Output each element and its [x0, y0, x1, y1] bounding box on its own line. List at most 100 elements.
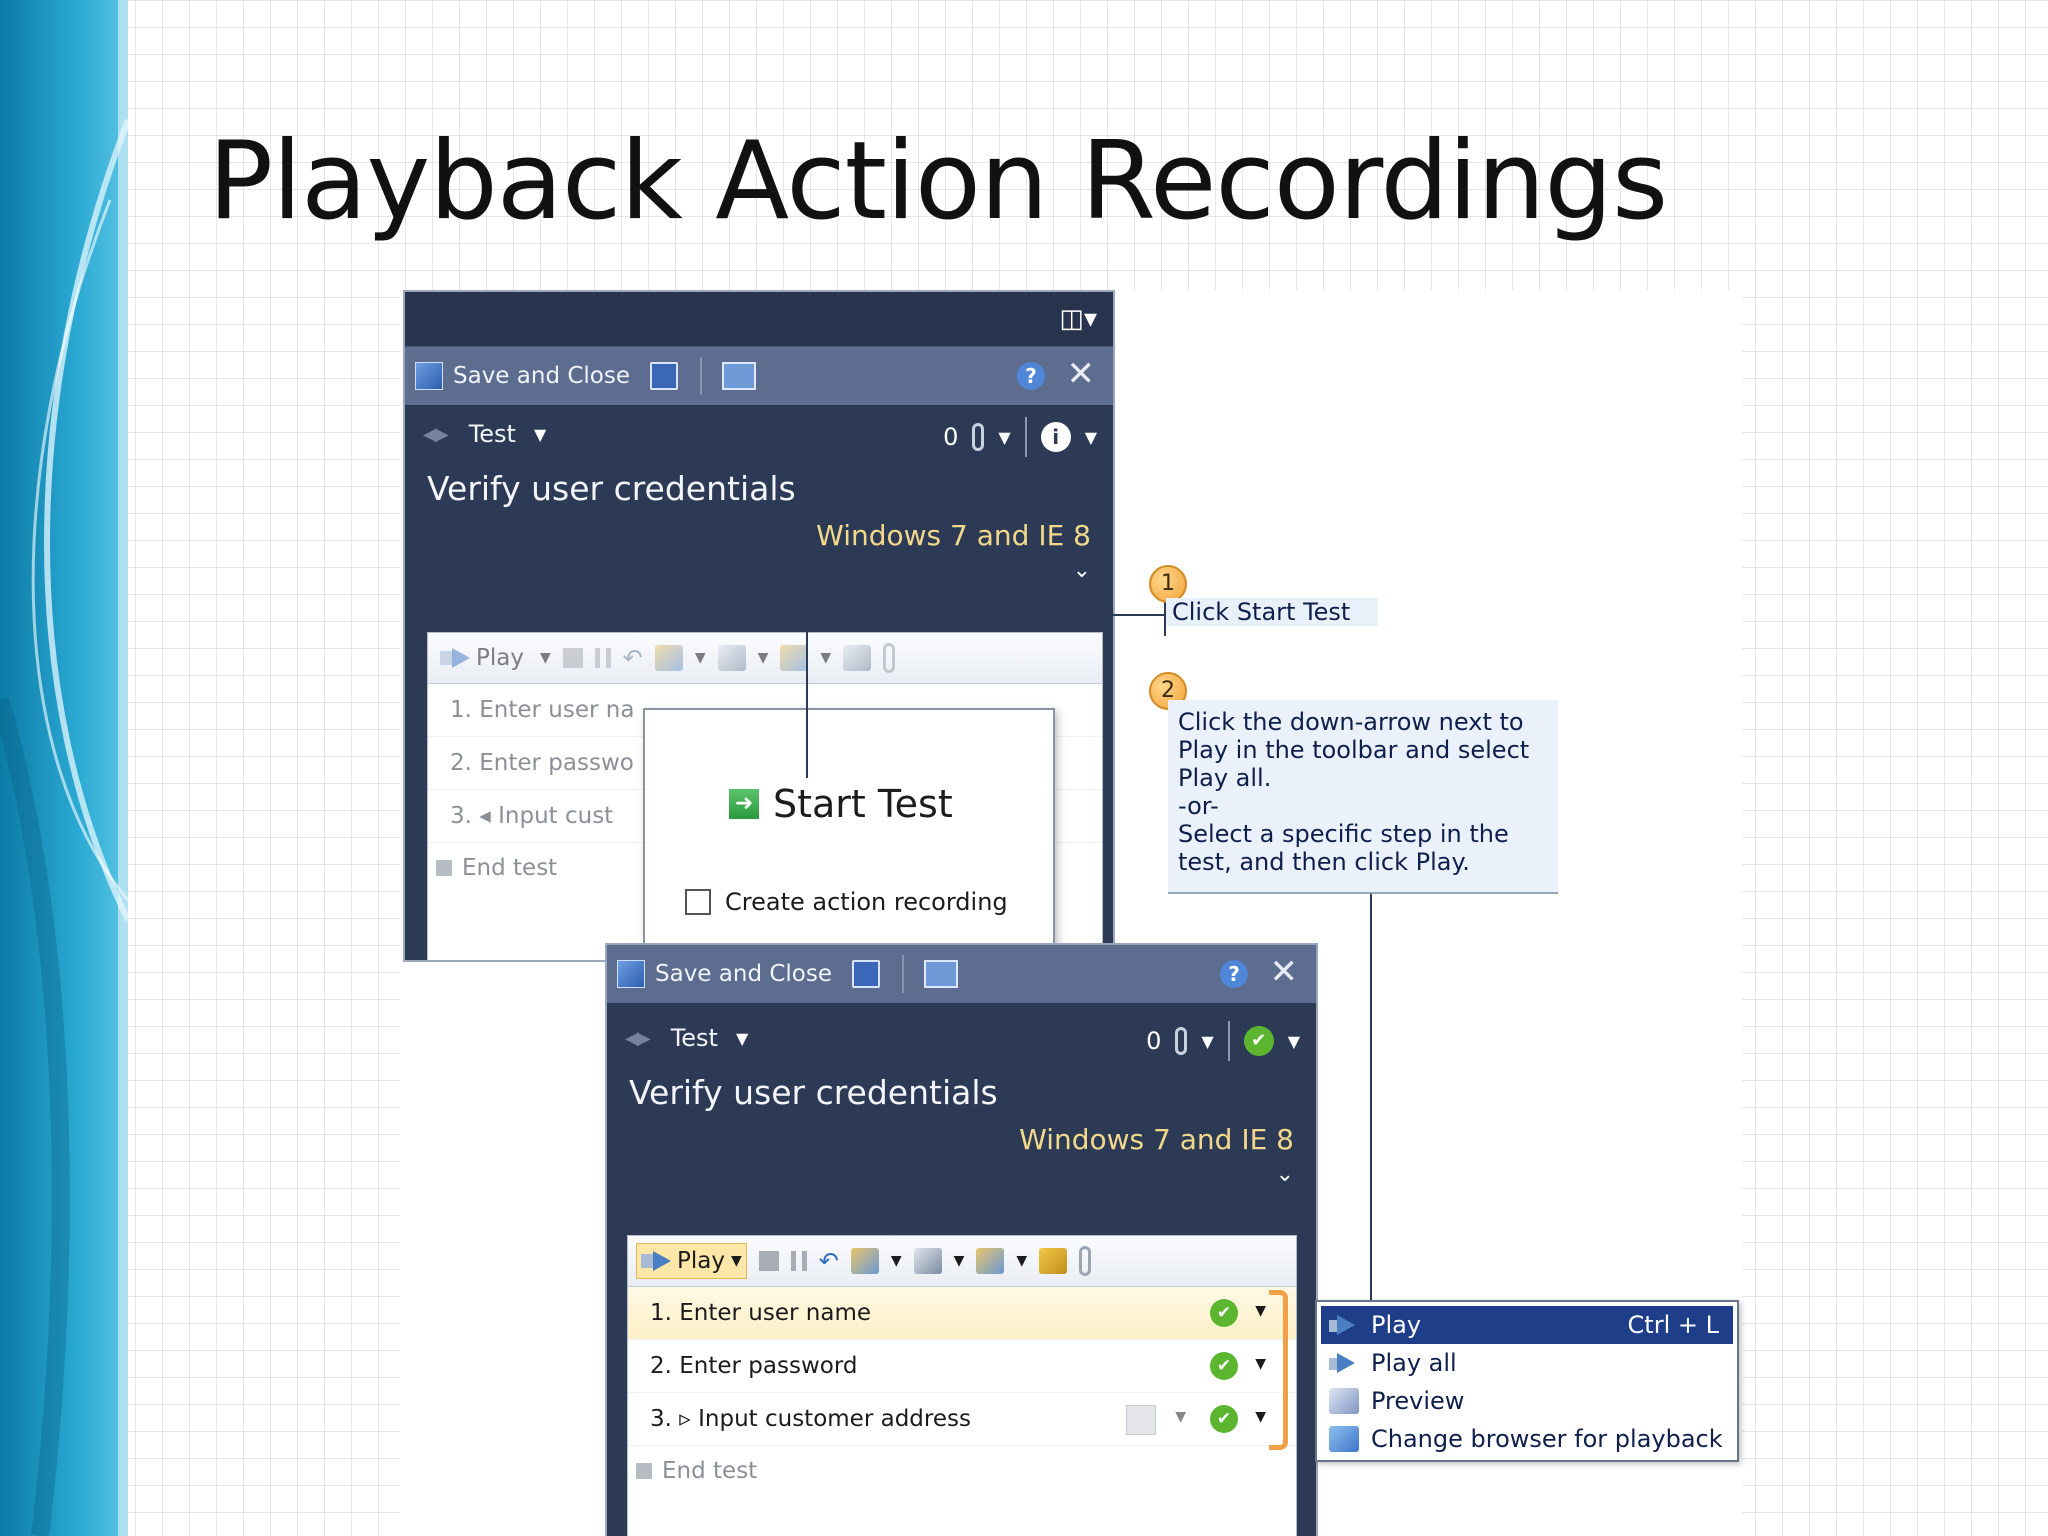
end-test-row: End test: [428, 843, 1102, 893]
stop-icon[interactable]: [758, 1251, 779, 1271]
play-all-icon: [1329, 1350, 1359, 1376]
menu-item-label: Play: [1371, 1311, 1422, 1339]
expand-chevron-icon[interactable]: ⌄: [1275, 1162, 1294, 1187]
save-and-close-button[interactable]: Save and Close: [453, 363, 631, 389]
chevron-down-icon[interactable]: ▼: [1255, 1356, 1266, 1372]
menu-item-preview[interactable]: Preview: [1321, 1382, 1733, 1420]
start-test-popup: ➜ Start Test Create action recording: [643, 708, 1055, 970]
passed-status-icon[interactable]: ✔: [1210, 1405, 1238, 1433]
create-bug-icon[interactable]: [976, 1248, 1005, 1274]
chevron-down-icon[interactable]: ▼: [1016, 1253, 1028, 1269]
create-action-recording-option[interactable]: Create action recording: [685, 888, 1008, 916]
chevron-down-icon[interactable]: ▼: [1255, 1409, 1266, 1425]
camera-icon[interactable]: [913, 1248, 942, 1274]
play-dropdown-arrow[interactable]: ▼: [730, 1253, 742, 1269]
command-bar: Save and Close ? ✕: [607, 945, 1316, 1003]
start-arrow-icon: ➜: [729, 789, 759, 819]
play-button[interactable]: Play ▼: [636, 1243, 747, 1279]
chevron-down-icon[interactable]: ▼: [1287, 1031, 1300, 1051]
play-dropdown-menu: Play Ctrl + L Play all Preview Change br…: [1315, 1300, 1739, 1462]
chevron-down-icon[interactable]: ▼: [694, 650, 706, 666]
test-step-row[interactable]: 3. ▹ Input customer address ▼ ✔ ▼: [628, 1393, 1296, 1446]
test-case-title: Verify user credentials: [629, 1073, 998, 1112]
info-icon[interactable]: i: [1040, 422, 1071, 452]
menu-item-play-all[interactable]: Play all: [1321, 1344, 1733, 1382]
close-icon[interactable]: ✕: [1269, 952, 1299, 992]
menu-item-play[interactable]: Play Ctrl + L: [1321, 1306, 1733, 1344]
screen-capture-icon[interactable]: [843, 645, 872, 671]
chevron-down-icon[interactable]: ▼: [820, 650, 832, 666]
step-label: 2. Enter passwo: [450, 750, 634, 776]
play-dropdown-arrow[interactable]: ▼: [539, 650, 551, 666]
nav-arrows-icon[interactable]: ◀▶: [423, 423, 449, 445]
step-label: 3. ◂ Input cust: [450, 803, 614, 829]
chevron-down-icon[interactable]: ▼: [533, 424, 547, 444]
play-label: Play: [476, 645, 524, 671]
window-layout-icon[interactable]: ◫▾: [1059, 304, 1097, 334]
paperclip-icon[interactable]: [972, 423, 985, 451]
callout-2-text: Click the down-arrow next to Play in the…: [1168, 700, 1558, 894]
test-step-row[interactable]: 2. Enter password ✔ ▼: [628, 1340, 1296, 1393]
camera-icon[interactable]: [717, 645, 746, 671]
passed-status-icon[interactable]: ✔: [1243, 1026, 1274, 1056]
pause-icon[interactable]: [594, 648, 611, 668]
callout-2-connector: [1370, 894, 1372, 1302]
chevron-down-icon[interactable]: ▼: [1175, 1409, 1186, 1425]
chevron-down-icon[interactable]: ▼: [757, 650, 769, 666]
command-bar: Save and Close ? ✕: [405, 347, 1113, 405]
chevron-down-icon[interactable]: ▼: [998, 427, 1011, 447]
save-icon[interactable]: [852, 960, 881, 988]
menu-item-change-browser[interactable]: Change browser for playback: [1321, 1420, 1733, 1458]
chevron-down-icon[interactable]: ▼: [1084, 427, 1097, 447]
create-bug-icon[interactable]: [780, 645, 809, 671]
passed-status-icon[interactable]: ✔: [1210, 1352, 1238, 1380]
menu-item-label: Change browser for playback: [1371, 1425, 1723, 1453]
step-label: 2. Enter password: [650, 1353, 858, 1379]
copy-icon[interactable]: [924, 960, 959, 988]
undo-icon[interactable]: ↶: [818, 1247, 839, 1275]
test-runner-window-after: Save and Close ? ✕ ◀▶ Test ▼ 0 ▼ ✔ ▼ Ver…: [607, 945, 1316, 1536]
toolbar-separator: [902, 955, 905, 993]
start-test-label: Start Test: [773, 782, 953, 826]
shared-step-icon[interactable]: [1126, 1405, 1156, 1435]
callout-1-connector: [1164, 596, 1166, 636]
step-group-bracket: [1269, 1290, 1288, 1450]
chevron-down-icon[interactable]: ▼: [890, 1253, 902, 1269]
paperclip-icon[interactable]: [1175, 1027, 1188, 1055]
environment-label[interactable]: Windows 7 and IE 8: [1019, 1123, 1294, 1156]
screen-capture-icon[interactable]: [1039, 1248, 1068, 1274]
test-dropdown-label[interactable]: Test: [468, 420, 516, 448]
passed-status-icon[interactable]: ✔: [1210, 1299, 1238, 1327]
chevron-down-icon[interactable]: ▼: [953, 1253, 965, 1269]
attachment-count: 0: [1146, 1027, 1162, 1055]
start-test-button[interactable]: ➜ Start Test: [729, 782, 953, 826]
edit-step-icon[interactable]: [850, 1248, 879, 1274]
help-icon[interactable]: ?: [1017, 362, 1045, 390]
paperclip-icon[interactable]: [1079, 1246, 1092, 1276]
save-and-close-button[interactable]: Save and Close: [655, 961, 833, 987]
nav-arrows-icon[interactable]: ◀▶: [625, 1027, 651, 1049]
play-icon: [1329, 1312, 1359, 1338]
end-test-label: End test: [462, 855, 558, 881]
end-marker-icon: [636, 1463, 652, 1479]
pause-icon[interactable]: [790, 1251, 807, 1271]
test-dropdown-label[interactable]: Test: [670, 1024, 718, 1052]
save-icon[interactable]: [650, 362, 679, 390]
create-action-recording-checkbox[interactable]: [685, 889, 711, 915]
paperclip-icon[interactable]: [883, 643, 896, 673]
callout-1-connector: [806, 614, 808, 778]
chevron-down-icon[interactable]: ▼: [1201, 1031, 1214, 1051]
stop-icon[interactable]: [562, 648, 583, 668]
copy-icon[interactable]: [722, 362, 757, 390]
undo-icon[interactable]: ↶: [622, 644, 643, 672]
chevron-down-icon[interactable]: ▼: [735, 1028, 749, 1048]
test-step-row[interactable]: 1. Enter user name ✔ ▼: [628, 1287, 1296, 1340]
expand-chevron-icon[interactable]: ⌄: [1072, 558, 1091, 583]
close-icon[interactable]: ✕: [1066, 354, 1096, 394]
environment-label[interactable]: Windows 7 and IE 8: [816, 519, 1091, 552]
help-icon[interactable]: ?: [1220, 960, 1248, 988]
play-button[interactable]: Play: [436, 641, 528, 675]
chevron-down-icon[interactable]: ▼: [1255, 1303, 1266, 1319]
save-and-close-icon: [415, 362, 443, 390]
edit-step-icon[interactable]: [654, 645, 683, 671]
